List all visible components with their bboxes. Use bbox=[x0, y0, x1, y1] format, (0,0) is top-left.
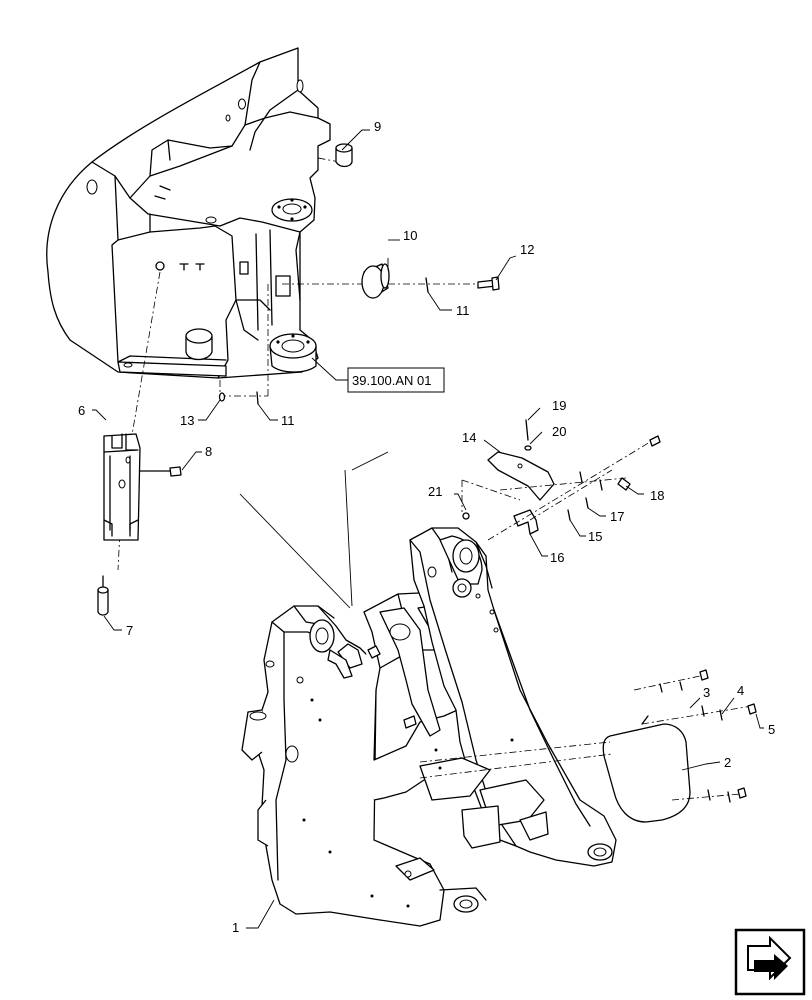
callout-2: 2 bbox=[724, 755, 731, 770]
part-8-bolt bbox=[139, 466, 182, 477]
callout-11-lower: 11 bbox=[281, 413, 295, 428]
arrow-next-icon[interactable] bbox=[734, 928, 806, 996]
part-12-bolt bbox=[477, 276, 500, 291]
callout-leaders bbox=[92, 129, 764, 929]
callout-8: 8 bbox=[205, 444, 212, 459]
callout-17: 18 bbox=[650, 488, 664, 503]
callout-20: 20 bbox=[552, 424, 566, 439]
part-10-bushing bbox=[361, 263, 390, 299]
callout-21: 21 bbox=[428, 484, 442, 499]
callout-12: 12 bbox=[520, 242, 534, 257]
callout-19: 19 bbox=[552, 398, 566, 413]
part-14-bracket bbox=[487, 451, 555, 501]
callout-15: 15 bbox=[588, 529, 602, 544]
callout-7: 7 bbox=[126, 623, 133, 638]
callout-6: 6 bbox=[78, 403, 85, 418]
part-2-cover-plate bbox=[602, 723, 691, 823]
callout-4: 4 bbox=[737, 683, 744, 698]
callout-5: 5 bbox=[768, 722, 775, 737]
reference-label: 39.100.AN 01 bbox=[352, 373, 432, 388]
callout-10: 10 bbox=[403, 228, 417, 243]
part-7-pin bbox=[97, 575, 109, 616]
callout-11-right: 11 bbox=[456, 303, 470, 318]
callout-9: 9 bbox=[374, 119, 381, 134]
reference-box[interactable] bbox=[347, 367, 445, 393]
callout-1: 1 bbox=[232, 920, 239, 935]
part-6-bracket bbox=[103, 433, 141, 541]
callout-13: 13 bbox=[180, 413, 194, 428]
callout-16: 17 bbox=[610, 509, 624, 524]
callout-14: 14 bbox=[462, 430, 476, 445]
front-frame-weldment bbox=[241, 527, 617, 927]
rear-frame-casting bbox=[46, 47, 331, 379]
part-18-clip bbox=[513, 509, 539, 535]
callout-3: 3 bbox=[703, 685, 710, 700]
callout-numbers: 9 10 12 11 13 11 6 8 7 19 20 14 21 18 17… bbox=[78, 119, 775, 935]
callout-18: 16 bbox=[550, 550, 564, 565]
